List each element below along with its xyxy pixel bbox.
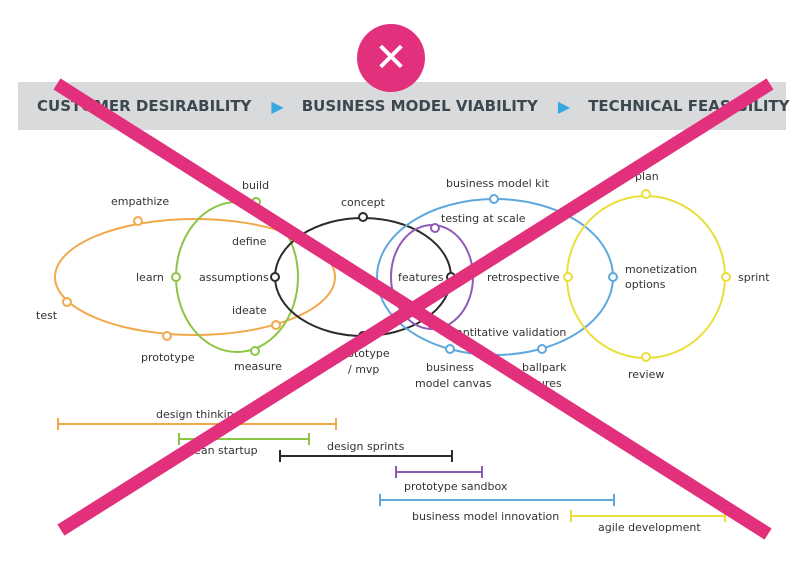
node-testing-at-scale <box>430 223 440 233</box>
label-test: test <box>36 309 58 322</box>
label-testing-at-scale: testing at scale <box>441 212 526 225</box>
label-empathize: empathize <box>111 195 169 208</box>
label-learn: learn <box>136 271 164 284</box>
label-business-model-kit: business model kit <box>446 177 550 190</box>
node-sprint <box>721 272 731 282</box>
close-icon: ✕ <box>357 24 425 92</box>
label-features: features <box>398 271 444 284</box>
label-ballpark-figures-line1: ballpark <box>522 361 567 374</box>
arrow-right-icon: ▶ <box>557 96 571 116</box>
node-business-model-canvas <box>445 344 455 354</box>
label-measure: measure <box>234 360 282 373</box>
label-prototype: prototype <box>141 351 195 364</box>
node-test <box>62 297 72 307</box>
node-plan <box>641 189 651 199</box>
agile-development-loop <box>566 195 726 359</box>
banner-step-customer-desirability: CUSTOMER DESIRABILITY <box>37 97 252 115</box>
node-measure <box>250 346 260 356</box>
banner-step-technical-feasibility: TECHNICAL FEASIBILITY <box>588 97 790 115</box>
label-business-model-canvas-line2: model canvas <box>415 377 492 390</box>
node-business-model-kit <box>489 194 499 204</box>
label-assumptions: assumptions <box>199 271 269 284</box>
label-define: define <box>232 235 267 248</box>
node-concept <box>358 212 368 222</box>
node-review <box>641 352 651 362</box>
node-retrospective <box>563 272 573 282</box>
label-sprint: sprint <box>738 271 770 284</box>
banner-step-business-model-viability: BUSINESS MODEL VIABILITY <box>301 97 538 115</box>
node-monetization-options <box>608 272 618 282</box>
label-review: review <box>628 368 664 381</box>
label-build: build <box>242 179 269 192</box>
label-monetization-line2: options <box>625 278 666 291</box>
node-assumptions <box>270 272 280 282</box>
label-monetization-line1: monetization <box>625 263 697 276</box>
range-agile-development-label: agile development <box>598 521 701 534</box>
node-ideate <box>271 320 281 330</box>
node-learn <box>171 272 181 282</box>
node-prototype <box>162 331 172 341</box>
label-concept: concept <box>341 196 386 209</box>
label-retrospective: retrospective <box>487 271 560 284</box>
node-empathize <box>133 216 143 226</box>
node-ballpark-figures <box>537 344 547 354</box>
label-business-model-canvas-line1: business <box>426 361 474 374</box>
range-business-model-innovation-label: business model innovation <box>412 510 559 523</box>
range-prototype-sandbox-label: prototype sandbox <box>404 480 508 493</box>
range-design-sprints-label: design sprints <box>327 440 405 453</box>
label-ideate: ideate <box>232 304 267 317</box>
label-prototype-mvp-line2: / mvp <box>348 363 379 376</box>
arrow-right-icon: ▶ <box>271 96 284 116</box>
